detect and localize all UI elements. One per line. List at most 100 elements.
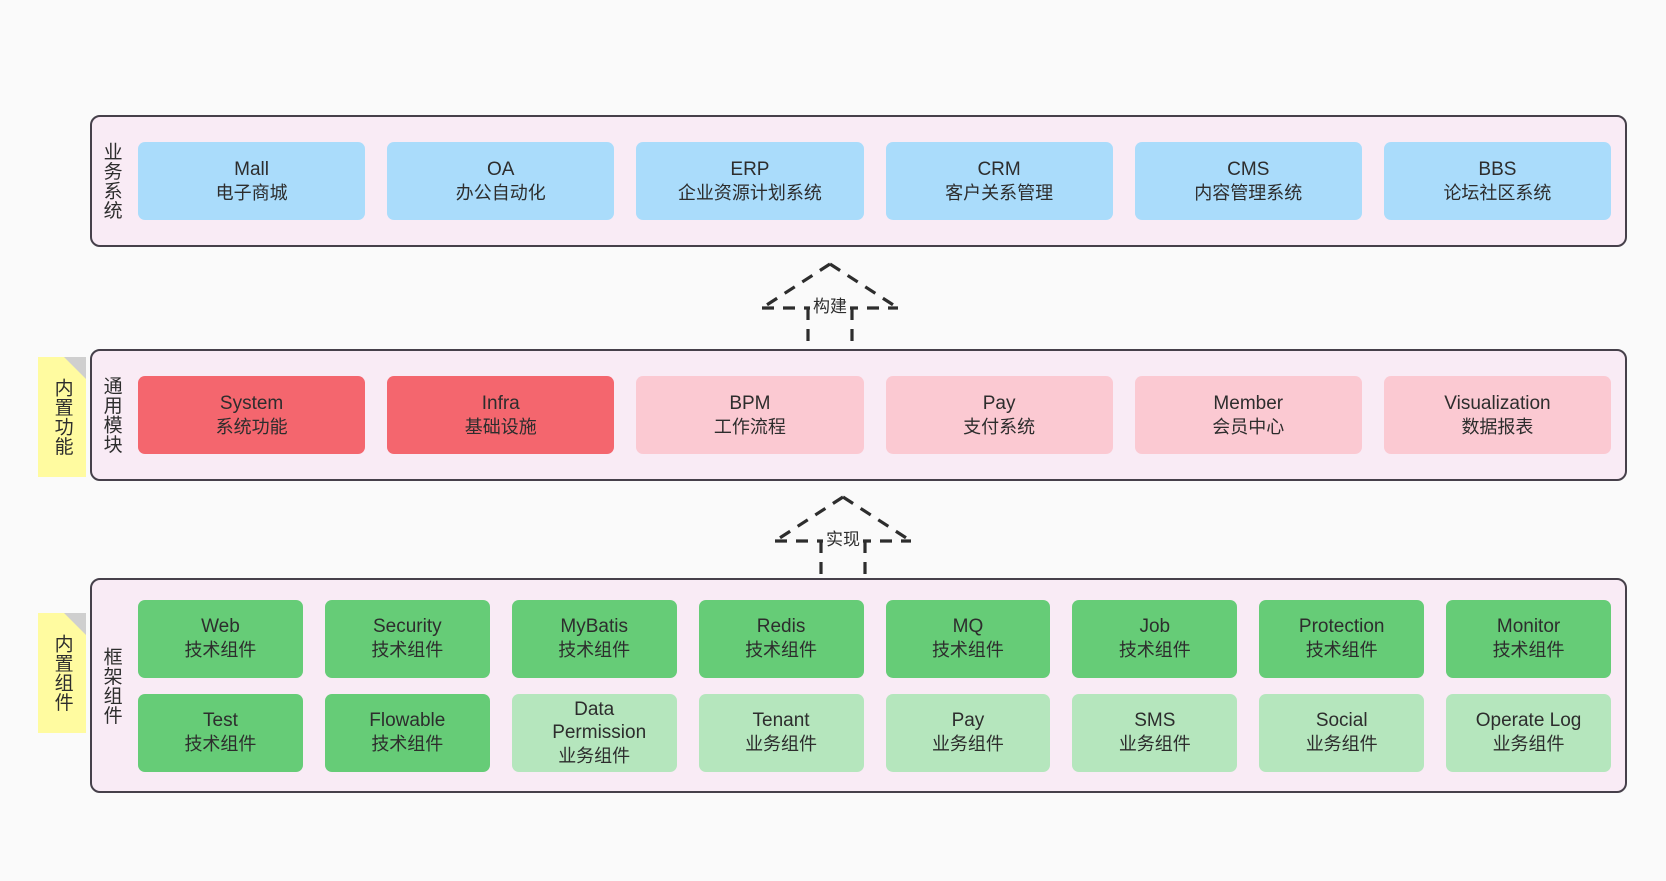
card-flowable[interactable]: Flowable 技术组件 xyxy=(324,693,490,772)
card-subtitle: 技术组件 xyxy=(1305,640,1378,661)
card-title: CMS xyxy=(1227,158,1270,180)
card-security[interactable]: Security 技术组件 xyxy=(324,599,490,678)
card-title: Visualization xyxy=(1444,392,1551,414)
card-subtitle: 业务组件 xyxy=(745,734,818,755)
card-title: ERP xyxy=(730,158,770,180)
card-subtitle: 业务组件 xyxy=(1305,734,1378,755)
card-title: MyBatis xyxy=(560,616,628,638)
card-mall[interactable]: Mall 电子商城 xyxy=(138,142,366,220)
sticky-note-label: 内置功能 xyxy=(51,378,73,456)
card-bbs[interactable]: BBS 论坛社区系统 xyxy=(1383,142,1612,220)
card-subtitle: 技术组件 xyxy=(184,640,257,661)
card-tenant[interactable]: Tenant 业务组件 xyxy=(698,693,864,772)
note-fold-icon xyxy=(64,357,86,379)
card-web[interactable]: Web 技术组件 xyxy=(138,599,303,678)
card-title: Web xyxy=(201,616,240,638)
card-title: Security xyxy=(372,616,442,638)
card-bpm[interactable]: BPM 工作流程 xyxy=(636,376,864,454)
card-title: Test xyxy=(203,710,238,732)
card-subtitle: 技术组件 xyxy=(371,640,444,661)
layer-business-system: 业务系统 Mall 电子商城 OA 办公自动化 ERP 企业资源计划系统 CRM… xyxy=(90,115,1627,247)
card-subtitle: 技术组件 xyxy=(184,734,257,755)
card-operate-log[interactable]: Operate Log 业务组件 xyxy=(1446,693,1611,772)
connector-implement: 实现 xyxy=(773,495,913,583)
card-title: Redis xyxy=(756,616,806,638)
card-title: Protection xyxy=(1298,616,1385,638)
card-title: OA xyxy=(487,158,515,180)
card-erp[interactable]: ERP 企业资源计划系统 xyxy=(636,142,864,220)
card-row: Mall 电子商城 OA 办公自动化 ERP 企业资源计划系统 CRM 客户关系… xyxy=(138,142,1612,220)
card-subtitle: 支付系统 xyxy=(963,416,1036,437)
card-subtitle: 技术组件 xyxy=(1492,640,1565,661)
card-job[interactable]: Job 技术组件 xyxy=(1072,599,1238,678)
card-subtitle: 论坛社区系统 xyxy=(1443,182,1552,203)
layer-body-framework-component: Web 技术组件 Security 技术组件 MyBatis 技术组件 Redi… xyxy=(130,580,1625,791)
card-subtitle: 业务组件 xyxy=(558,746,631,766)
card-protection[interactable]: Protection 技术组件 xyxy=(1259,599,1425,678)
card-mybatis[interactable]: MyBatis 技术组件 xyxy=(511,599,677,678)
card-title: Pay xyxy=(982,392,1016,414)
card-subtitle: 技术组件 xyxy=(1118,640,1191,661)
card-subtitle: 技术组件 xyxy=(745,640,818,661)
card-title: CRM xyxy=(977,158,1021,180)
card-mq[interactable]: MQ 技术组件 xyxy=(885,599,1051,678)
sticky-note-builtin-component: 内置组件 xyxy=(38,613,86,733)
card-title: Member xyxy=(1213,392,1284,414)
card-row: Test 技术组件 Flowable 技术组件 Data Permission … xyxy=(138,693,1611,772)
card-subtitle: 会员中心 xyxy=(1212,416,1285,437)
card-title: Monitor xyxy=(1496,616,1561,638)
layer-body-business-system: Mall 电子商城 OA 办公自动化 ERP 企业资源计划系统 CRM 客户关系… xyxy=(130,117,1625,245)
card-title: SMS xyxy=(1134,710,1176,732)
card-title: Social xyxy=(1315,710,1368,732)
card-subtitle: 业务组件 xyxy=(1492,734,1565,755)
card-row: System 系统功能 Infra 基础设施 BPM 工作流程 Pay 支付系统… xyxy=(138,376,1612,454)
card-subtitle: 电子商城 xyxy=(215,182,288,203)
card-subtitle: 内容管理系统 xyxy=(1194,182,1303,203)
card-infra[interactable]: Infra 基础设施 xyxy=(387,376,615,454)
card-title: Flowable xyxy=(369,710,446,732)
card-subtitle: 技术组件 xyxy=(558,640,631,661)
card-subtitle: 数据报表 xyxy=(1461,416,1534,437)
card-title: Data Permission xyxy=(552,698,647,744)
card-test[interactable]: Test 技术组件 xyxy=(138,693,303,772)
sticky-note-builtin-function: 内置功能 xyxy=(38,357,86,477)
card-title: Job xyxy=(1139,616,1171,638)
card-title: Pay xyxy=(951,710,985,732)
card-pay-component[interactable]: Pay 业务组件 xyxy=(885,693,1051,772)
card-subtitle: 系统功能 xyxy=(215,416,288,437)
card-subtitle: 业务组件 xyxy=(931,734,1004,755)
card-title: Mall xyxy=(234,158,269,180)
connector-build: 构建 xyxy=(760,262,900,350)
layer-common-module: 通用模块 System 系统功能 Infra 基础设施 BPM 工作流程 Pay… xyxy=(90,349,1627,481)
card-subtitle: 技术组件 xyxy=(931,640,1004,661)
card-title: Tenant xyxy=(752,710,810,732)
card-data-permission[interactable]: Data Permission 业务组件 xyxy=(511,693,677,772)
card-title: BBS xyxy=(1478,158,1517,180)
connector-label-build: 构建 xyxy=(810,292,850,317)
layer-body-common-module: System 系统功能 Infra 基础设施 BPM 工作流程 Pay 支付系统… xyxy=(130,351,1625,479)
card-monitor[interactable]: Monitor 技术组件 xyxy=(1446,599,1611,678)
layer-title-framework-component: 框架组件 xyxy=(100,646,122,725)
card-subtitle: 客户关系管理 xyxy=(945,182,1054,203)
card-title: Operate Log xyxy=(1475,710,1582,732)
card-title: BPM xyxy=(729,392,771,414)
card-redis[interactable]: Redis 技术组件 xyxy=(698,599,864,678)
card-row: Web 技术组件 Security 技术组件 MyBatis 技术组件 Redi… xyxy=(138,599,1611,678)
card-visualization[interactable]: Visualization 数据报表 xyxy=(1383,376,1612,454)
layer-framework-component: 框架组件 Web 技术组件 Security 技术组件 MyBatis 技术组件… xyxy=(90,578,1627,793)
card-title: System xyxy=(219,392,284,414)
card-cms[interactable]: CMS 内容管理系统 xyxy=(1134,142,1362,220)
layer-title-common-module: 通用模块 xyxy=(100,376,122,454)
card-subtitle: 业务组件 xyxy=(1118,734,1191,755)
card-sms[interactable]: SMS 业务组件 xyxy=(1072,693,1238,772)
card-subtitle: 技术组件 xyxy=(371,734,444,755)
card-pay-module[interactable]: Pay 支付系统 xyxy=(885,376,1113,454)
card-subtitle: 工作流程 xyxy=(713,416,786,437)
card-crm[interactable]: CRM 客户关系管理 xyxy=(885,142,1113,220)
card-system[interactable]: System 系统功能 xyxy=(138,376,366,454)
card-social[interactable]: Social 业务组件 xyxy=(1259,693,1425,772)
card-member[interactable]: Member 会员中心 xyxy=(1134,376,1362,454)
card-subtitle: 办公自动化 xyxy=(455,182,546,203)
card-oa[interactable]: OA 办公自动化 xyxy=(387,142,615,220)
